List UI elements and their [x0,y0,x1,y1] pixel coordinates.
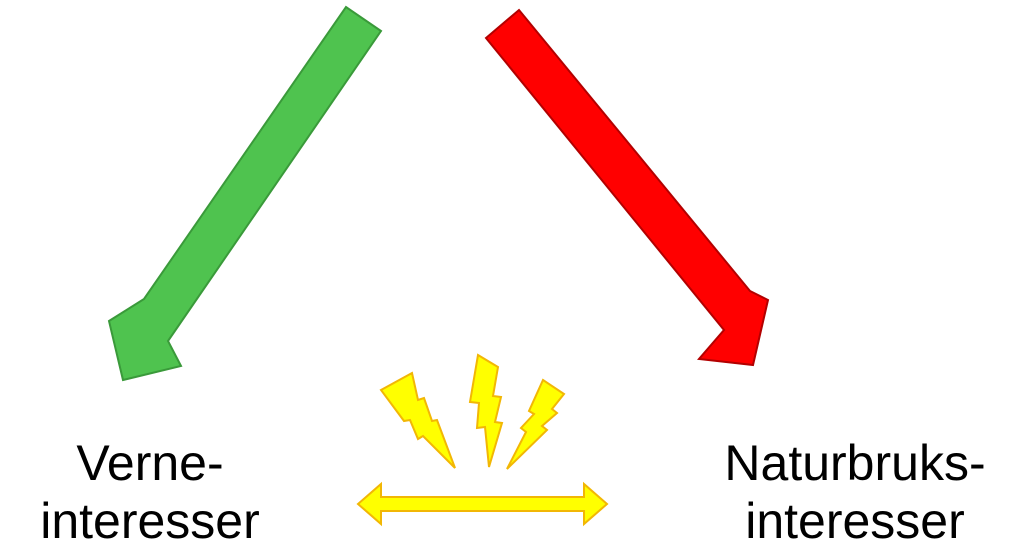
green-arrow [107,5,383,382]
lightning-bolts-icon [379,353,566,470]
right-label-line2: interesser [745,493,965,549]
red-arrow [484,8,770,367]
right-label-line1: Naturbruks- [724,435,986,491]
left-label-line1: Verne- [76,435,224,491]
lightning-bolt-center [468,353,504,468]
lightning-bolt-left [379,371,456,469]
double-headed-arrow-icon [356,481,609,527]
natural-resource-use-interests-label: Naturbruks- interesser [675,434,1035,550]
conservation-interests-label: Verne- interesser [0,434,300,550]
left-label-line2: interesser [40,493,260,549]
lightning-bolt-right [506,378,566,470]
